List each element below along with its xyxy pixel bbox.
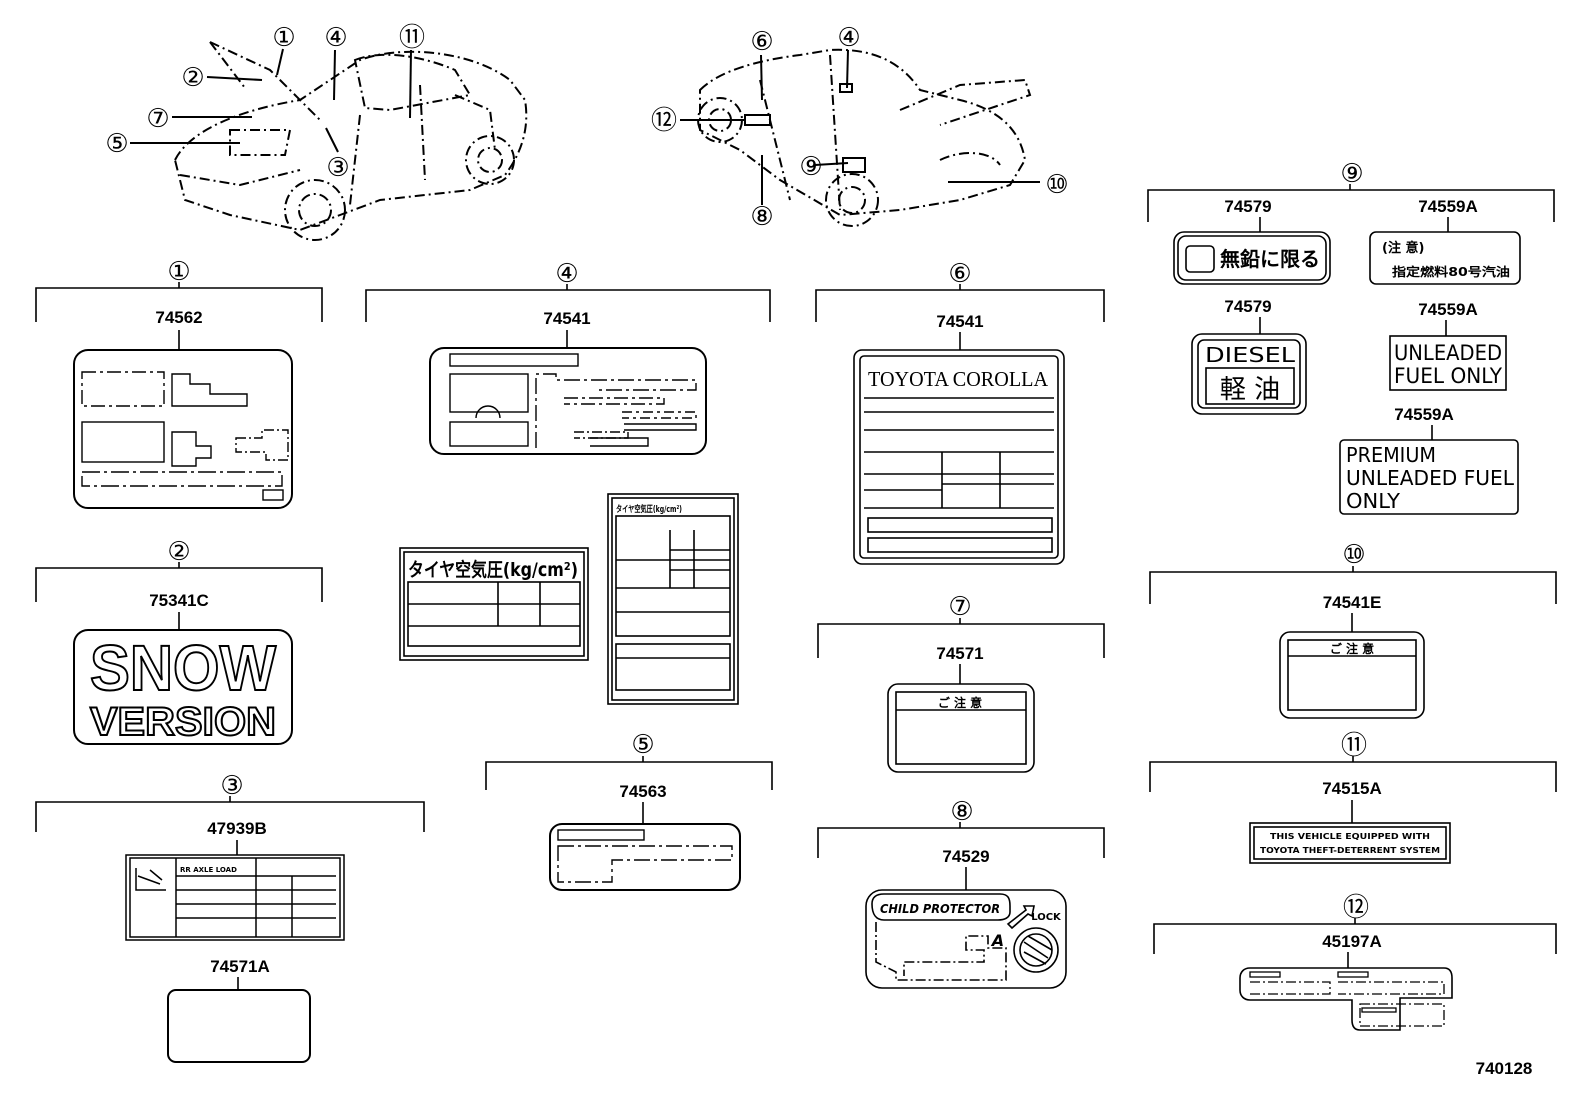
label-47939b-drawing xyxy=(125,854,345,941)
part-number-74559a-b: 74559A xyxy=(1418,300,1478,319)
child-protector-text: CHILD PROTECTOR xyxy=(880,902,1000,916)
label-74515a-drawing xyxy=(1249,822,1451,864)
part-number-74562: 74562 xyxy=(155,308,202,327)
premium-jp-text: 指定燃料80号汽油 xyxy=(1392,264,1510,279)
diagram-id: 740128 xyxy=(1476,1059,1533,1078)
callout-7-group: ⑦ xyxy=(948,592,971,622)
part-number-74571a: 74571A xyxy=(210,957,270,976)
part-number-74541-front: 74541 xyxy=(543,309,590,328)
label-74571a-drawing xyxy=(167,989,311,1063)
part-number-74559a-c: 74559A xyxy=(1394,405,1454,424)
label-74541-plate-drawing xyxy=(429,347,707,455)
label-74559a-premium-jp-drawing xyxy=(1369,231,1521,285)
callout-8-car: ⑧ xyxy=(750,202,773,232)
part-number-74515a: 74515A xyxy=(1322,779,1382,798)
callout-4-car-front: ④ xyxy=(324,23,347,53)
unleaded-jp-text: 無鉛に限る xyxy=(1220,247,1320,271)
theft-line-1: THIS VEHICLE EQUIPPED WITH xyxy=(1270,832,1430,841)
part-number-75341c: 75341C xyxy=(149,591,209,610)
part-number-74571: 74571 xyxy=(936,644,983,663)
callout-11-group: ⑪ xyxy=(1341,731,1367,761)
caution-jp-text-74571: ご 注 意 xyxy=(938,695,982,710)
front-car-illustration xyxy=(173,41,528,241)
label-74579-diesel-drawing xyxy=(1191,333,1307,415)
label-74529-drawing xyxy=(865,889,1067,989)
label-74541-corolla-drawing xyxy=(853,349,1065,565)
label-75341c-drawing xyxy=(73,629,293,745)
callout-12-group: ⑫ xyxy=(1343,893,1369,923)
callout-2-car: ② xyxy=(181,63,204,93)
callout-9-car: ⑨ xyxy=(799,152,822,182)
unleaded-line-1: UNLEADED xyxy=(1394,341,1502,365)
front-car-leaders xyxy=(130,48,412,153)
axle-load-text: RR AXLE LOAD xyxy=(180,866,237,874)
callout-12-car: ⑫ xyxy=(651,106,677,136)
label-tire-pressure-vertical-drawing xyxy=(607,493,739,705)
callout-4-car-rear: ④ xyxy=(837,23,860,53)
callout-2-group: ② xyxy=(167,537,190,567)
callout-7-car: ⑦ xyxy=(146,104,169,134)
callout-9-group: ⑨ xyxy=(1340,159,1363,189)
part-number-74579-b: 74579 xyxy=(1224,297,1271,316)
label-74571-drawing xyxy=(887,683,1035,773)
part-leaders xyxy=(178,217,1449,990)
group-brackets xyxy=(35,184,1557,954)
diesel-text: DIESEL xyxy=(1205,343,1296,367)
part-number-74541e: 74541E xyxy=(1323,593,1382,612)
part-number-74529: 74529 xyxy=(942,847,989,866)
label-45197a-drawing xyxy=(1239,967,1453,1031)
premium-line-3: ONLY xyxy=(1346,489,1401,513)
callout-11-car: ⑪ xyxy=(399,23,425,53)
tire-pressure-small-text: タイヤ空気圧(kg/cm²) xyxy=(616,503,682,515)
caution-jp-text-74541e: ご 注 意 xyxy=(1330,641,1374,656)
part-number-74563: 74563 xyxy=(619,782,666,801)
snow-text: SNOW xyxy=(90,632,277,704)
part-number-74559a-a: 74559A xyxy=(1418,197,1478,216)
callout-5-group: ⑤ xyxy=(631,730,654,760)
rear-car-leaders xyxy=(680,49,1040,205)
callout-3-car: ③ xyxy=(326,153,349,183)
tire-pressure-text: タイヤ空気圧(kg/cm²) xyxy=(408,558,578,581)
callout-6-group: ⑥ xyxy=(948,259,971,289)
label-74541e-drawing xyxy=(1279,631,1425,719)
keiyu-text: 軽 油 xyxy=(1220,375,1280,405)
label-74563-drawing xyxy=(549,823,741,891)
premium-line-1: PREMIUM xyxy=(1346,443,1436,467)
callout-1-car: ① xyxy=(272,23,295,53)
rear-car-illustration xyxy=(697,48,1032,227)
callout-1-group: ① xyxy=(167,257,190,287)
label-tire-pressure-horizontal-drawing xyxy=(399,547,589,661)
part-number-45197a: 45197A xyxy=(1322,932,1382,951)
label-74559a-unleaded-drawing xyxy=(1389,335,1507,391)
callout-5-car: ⑤ xyxy=(105,129,128,159)
premium-line-2: UNLEADED FUEL xyxy=(1346,466,1515,490)
corolla-text: TOYOTA COROLLA xyxy=(868,367,1049,391)
callout-3-group: ③ xyxy=(220,771,243,801)
callout-10-group: ⑩ xyxy=(1342,540,1365,570)
unleaded-line-2: FUEL ONLY xyxy=(1394,364,1502,388)
label-74559a-premium-unleaded-drawing xyxy=(1339,439,1519,515)
version-text: VERSION xyxy=(90,700,276,744)
part-number-74579-a: 74579 xyxy=(1224,197,1271,216)
label-74562-drawing xyxy=(73,349,293,509)
callout-4-group: ④ xyxy=(555,259,578,289)
theft-line-2: TOYOTA THEFT-DETERRENT SYSTEM xyxy=(1260,846,1440,855)
callout-6-car: ⑥ xyxy=(750,27,773,57)
callout-8-group: ⑧ xyxy=(950,797,973,827)
lock-text: LOCK xyxy=(1031,912,1062,923)
caution-jp2-text: (注 意) xyxy=(1382,240,1424,256)
lock-a-text: A xyxy=(990,931,1004,950)
callout-10-car: ⑩ xyxy=(1045,170,1068,200)
part-number-47939b: 47939B xyxy=(207,819,267,838)
label-74579-unleaded-jp-drawing xyxy=(1173,231,1331,285)
part-number-74541-rear: 74541 xyxy=(936,312,983,331)
